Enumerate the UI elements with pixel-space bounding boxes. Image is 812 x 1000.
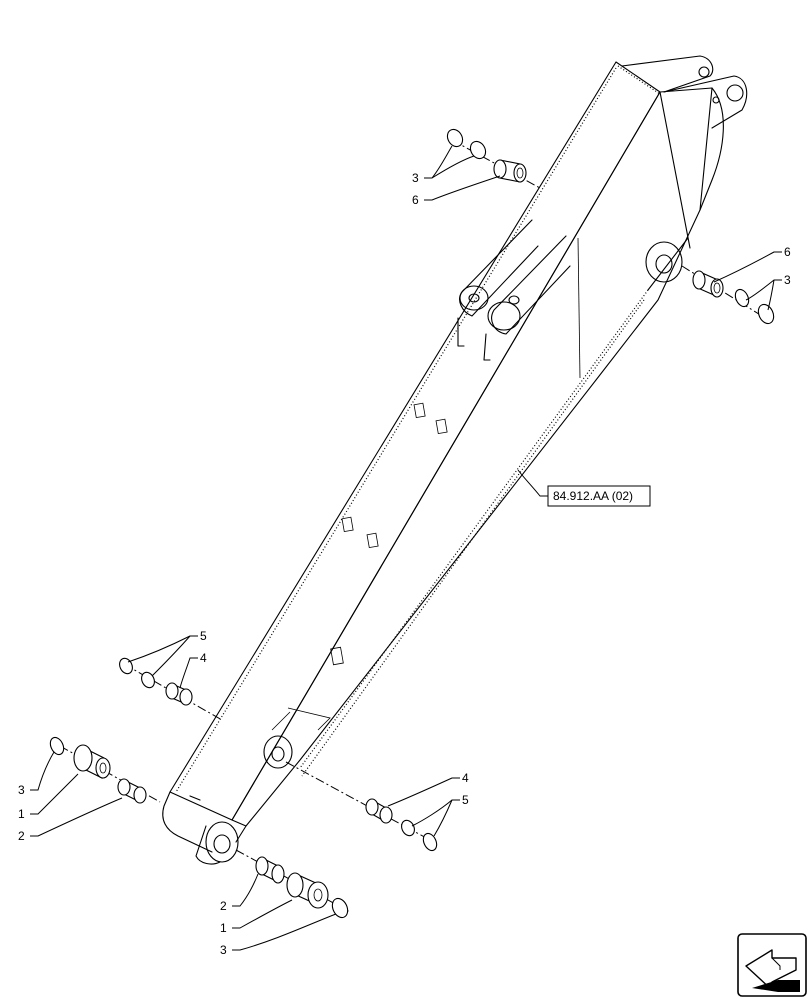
flanged-bushing-part-1-left (73, 744, 111, 779)
bottom-parts (255, 856, 349, 919)
callout-top-6: 6 (412, 193, 419, 207)
callout-bottom-1: 1 (220, 921, 227, 935)
leader-lines (30, 145, 782, 951)
middle-parts (365, 798, 438, 852)
callout-bottom-left-2: 2 (18, 829, 25, 843)
flanged-bushing-part-1-bottom (286, 872, 329, 909)
bushing-part-2-left (117, 778, 147, 804)
callout-bottom-2: 2 (220, 899, 227, 913)
callout-right-3: 3 (784, 273, 791, 287)
callout-left-5: 5 (200, 629, 207, 643)
bushing-part-2-bottom (255, 856, 285, 884)
callout-bottom-3: 3 (220, 943, 227, 957)
callout-right-6: 6 (784, 245, 791, 259)
callout-bottom-left-1: 1 (18, 807, 25, 821)
reference-link[interactable]: 84.912.AA (02) (547, 485, 651, 507)
boom-arm (162, 55, 748, 865)
bottom-left-parts (49, 736, 147, 804)
callout-top-3: 3 (412, 171, 419, 185)
right-parts (692, 270, 775, 325)
callout-left-4: 4 (200, 651, 207, 665)
callout-mid-4: 4 (462, 771, 469, 785)
callout-bottom-left-3: 3 (18, 783, 25, 797)
bushing-part-4-left (165, 682, 193, 706)
callout-mid-5: 5 (462, 793, 469, 807)
bushing-part-4-mid (365, 798, 393, 824)
left-parts (119, 657, 193, 706)
top-parts (446, 128, 527, 183)
navigation-arrow-icon[interactable] (737, 933, 807, 997)
callout-labels: 3 6 6 3 5 4 3 1 2 4 5 2 1 3 (18, 171, 791, 957)
bushing-part-6-right (692, 270, 724, 298)
reference-label[interactable]: 84.912.AA (02) (553, 489, 633, 503)
bushing-part-6-top (493, 159, 527, 183)
